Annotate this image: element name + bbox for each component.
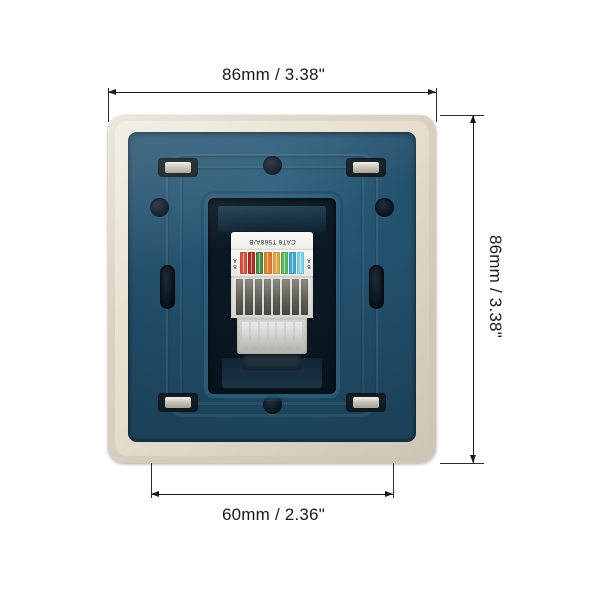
contact-finger-6 xyxy=(282,279,290,315)
bottom-dim-extension-right xyxy=(393,430,394,498)
body-rib-1 xyxy=(242,322,249,350)
terminal-5 xyxy=(272,252,280,274)
bottom-dim-arrow-right xyxy=(385,490,393,497)
right-dim-extension-bottom xyxy=(440,463,484,464)
contact-finger-4 xyxy=(263,279,271,315)
right-dim-label: 86mm / 3.38" xyxy=(486,235,505,338)
terminal-2 xyxy=(248,252,256,274)
screw-hole-top-center xyxy=(262,156,282,175)
screw-hole-left-upper xyxy=(150,198,169,217)
oval-slot-left xyxy=(160,265,175,309)
contact-finger-3 xyxy=(254,279,262,315)
letter-b-left: B xyxy=(233,263,237,270)
contact-finger-8 xyxy=(300,279,308,315)
right-dim-extension-top xyxy=(440,115,484,116)
top-dim-arrow-right xyxy=(428,88,436,95)
jack-marking-strip: CAT6 T568A/B xyxy=(231,232,313,250)
terminal-6 xyxy=(280,252,288,274)
rj45-keystone-jack: CAT6 T568A/B B A B A xyxy=(231,232,313,370)
wiring-standard-letters-right: B A xyxy=(305,250,313,276)
mounting-clip-bottom-left xyxy=(158,393,198,412)
terminal-color-strip xyxy=(239,250,305,276)
jack-port-mouth xyxy=(243,354,301,370)
keystone-jack-cavity: CAT6 T568A/B B A B A xyxy=(208,198,336,394)
body-rib-2 xyxy=(250,322,258,350)
bottom-dim-arrow-left xyxy=(151,490,159,497)
mounting-clip-bottom-right xyxy=(346,393,386,412)
top-dim-label: 86mm / 3.38" xyxy=(222,65,325,84)
jack-translucent-body xyxy=(237,318,307,354)
letter-a-right: A xyxy=(307,257,311,263)
body-rib-7 xyxy=(295,322,303,350)
cavity-rib-top xyxy=(218,206,326,232)
jack-idc-terminal-row: B A B A xyxy=(231,250,313,276)
terminal-4 xyxy=(264,252,272,274)
top-dim-line xyxy=(108,92,436,93)
bottom-dim-line xyxy=(151,494,393,495)
jack-category-label: CAT6 T568A/B xyxy=(248,237,296,245)
letter-b-right: B xyxy=(307,263,311,270)
body-rib-5 xyxy=(277,322,285,350)
contact-finger-7 xyxy=(291,279,299,315)
right-dim-arrow-top xyxy=(469,115,476,123)
screw-hole-right-upper xyxy=(375,198,394,217)
body-rib-6 xyxy=(286,322,294,350)
top-dim-arrow-left xyxy=(108,88,116,95)
bottom-dim-extension-left xyxy=(151,430,152,498)
contact-finger-1 xyxy=(236,279,244,315)
top-dim-extension-right xyxy=(436,88,437,122)
oval-slot-right xyxy=(369,265,384,309)
mounting-clip-top-right xyxy=(346,158,386,177)
mounting-clip-top-left xyxy=(158,158,198,177)
top-dim-extension-left xyxy=(108,88,109,122)
contact-finger-2 xyxy=(245,279,253,315)
terminal-7 xyxy=(288,252,296,274)
body-rib-3 xyxy=(259,322,267,350)
wall-socket-faceplate: CAT6 T568A/B B A B A xyxy=(108,115,436,463)
contact-finger-5 xyxy=(273,279,281,315)
jack-contact-fingers xyxy=(231,276,313,318)
faceplate-back-body: CAT6 T568A/B B A B A xyxy=(128,132,416,442)
body-rib-4 xyxy=(268,322,276,350)
right-dim-line xyxy=(473,115,474,463)
right-dim-arrow-bottom xyxy=(469,455,476,463)
terminal-8 xyxy=(296,252,304,274)
screw-hole-bottom-center xyxy=(262,395,282,414)
terminal-1 xyxy=(240,252,248,274)
wiring-standard-letters-left: B A xyxy=(231,250,239,276)
bottom-dim-label: 60mm / 2.36" xyxy=(222,505,325,524)
faceplate-bezel: CAT6 T568A/B B A B A xyxy=(115,121,429,456)
letter-a-left: A xyxy=(233,257,237,263)
terminal-3 xyxy=(256,252,264,274)
